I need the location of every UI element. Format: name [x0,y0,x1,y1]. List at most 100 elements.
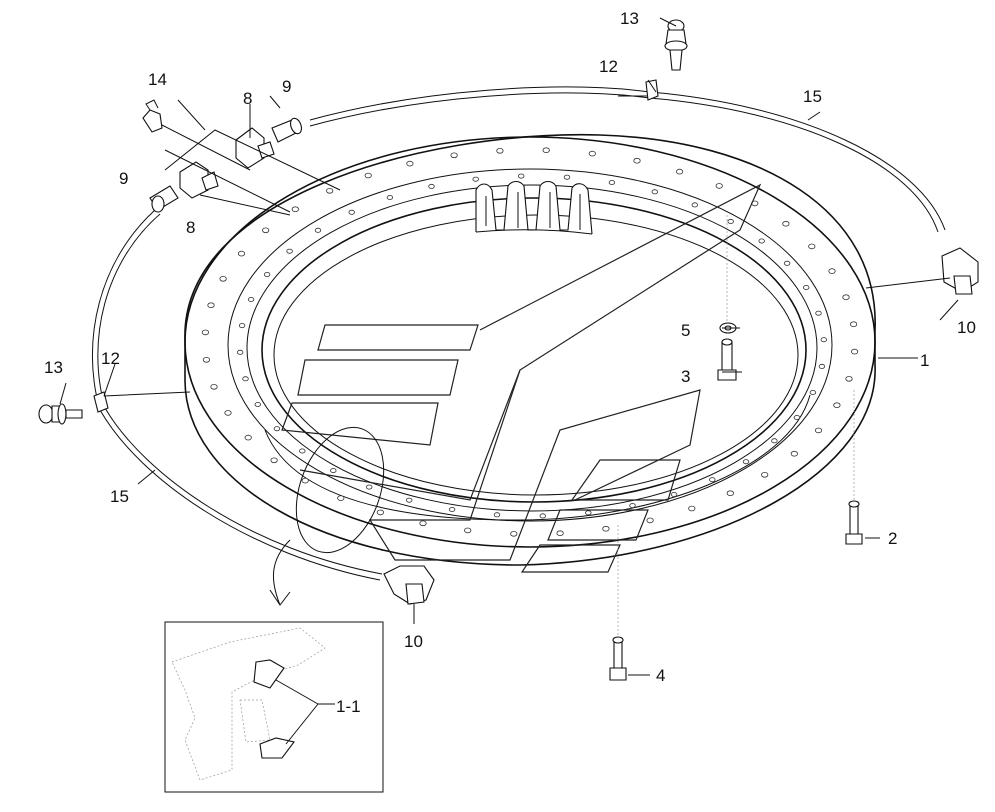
bolt-hole [493,512,501,518]
label-4: 4 [656,666,665,685]
bolt-hole [518,173,525,179]
bolt-hole [273,426,281,432]
label-15-left: 15 [110,487,129,506]
bolt-hole [376,509,384,516]
bolt-hole [742,459,750,465]
bolt-hole [726,490,734,497]
bolt-hole [539,513,546,519]
bolt-hole [238,323,246,329]
bolt-hole [790,450,798,457]
elbow-8-upper [235,127,275,169]
label-1: 1 [920,351,929,370]
label-13-left: 13 [44,358,63,377]
elbow-10-bottom [383,565,435,605]
label-15-upper: 15 [803,87,822,106]
bolt-hole [428,183,435,189]
bolt-hole [602,525,610,532]
label-9-upper: 9 [282,77,291,96]
bolt-hole [670,491,678,497]
bolt-hole [828,268,836,274]
bolt-hole [761,471,769,478]
grease-nipple-14 [142,99,163,133]
bolt-hole [814,427,823,434]
detail-inset [164,621,384,793]
callout-labels: 1 2 3 4 5 8 8 9 9 10 10 12 12 13 13 14 1… [44,9,976,716]
bolt-hole [709,477,716,483]
bolt-hole [842,294,850,301]
bolt-hole [202,356,210,363]
label-5: 5 [681,321,690,340]
bolt-hole [299,448,306,454]
bolt-hole [247,296,255,302]
bolt-hole [782,220,790,227]
bolt-hole [803,284,810,290]
bolt-hole [588,150,596,157]
bolt-hole [793,414,801,420]
label-10-right: 10 [957,318,976,337]
bolt-hole [406,497,413,503]
bolt-hole [364,172,372,179]
label-12-upper: 12 [599,57,618,76]
bolt-hole [849,321,858,328]
clip-12-left [93,391,109,413]
bolt-hole [314,227,322,233]
elbow-10-right [941,247,979,295]
bolt-hole [237,250,246,257]
bolt-hole [337,495,345,501]
label-13-upper: 13 [620,9,639,28]
label-8-lower: 8 [186,218,195,237]
bolt-hole [850,348,859,355]
bolt-hole [771,438,778,444]
bolt-hole [450,152,458,159]
bolt-hole [646,517,654,524]
clip-12-upper [645,79,659,101]
bolt-hole [556,530,564,536]
bolt-hole [808,243,816,250]
bolt-hole [472,176,479,182]
bolt-hole [366,484,373,490]
bolt-hole [210,383,218,390]
label-2: 2 [888,529,897,548]
bolt-hole [608,179,616,185]
bolt-hole [262,227,270,234]
lube-tube [91,86,946,581]
bolt-hole [236,349,244,355]
watermark-logo [281,183,762,573]
bolt-hole [286,248,293,254]
label-10-bottom: 10 [404,632,423,651]
label-14: 14 [148,70,167,89]
bolt-hole [244,434,252,441]
bolt-hole [386,194,394,200]
bolt-hole [727,218,734,224]
label-12-left: 12 [101,349,120,368]
bolt-hole [406,160,414,167]
bolt-hole [207,302,215,309]
bolt-hole [348,209,355,215]
bolt-hole [675,168,684,175]
bolt-hole [820,337,827,343]
bolt-hole [688,505,696,512]
label-1-1: 1-1 [336,697,361,716]
bolt-hole [464,527,472,534]
bolt-hole [201,329,209,336]
bolt-hole [815,310,822,316]
bolt-hole [242,376,249,382]
bolt-13-left [38,403,83,425]
bolt-hole [301,477,309,484]
bolt-hole [224,410,232,416]
bolt-hole [651,189,658,195]
bolt-hole [633,157,641,164]
detail-callout-circle [295,426,385,554]
bolt-hole [326,188,334,194]
bolt-hole [818,363,826,369]
bolt-hole [691,202,698,208]
bolt-hole [563,174,571,180]
bolt-hole [219,275,227,282]
bolt-hole [419,520,427,527]
bolt-hole [448,506,456,512]
bolt-4 [609,525,627,681]
bolt-hole [715,183,723,189]
elbow-8-lower [179,161,219,199]
